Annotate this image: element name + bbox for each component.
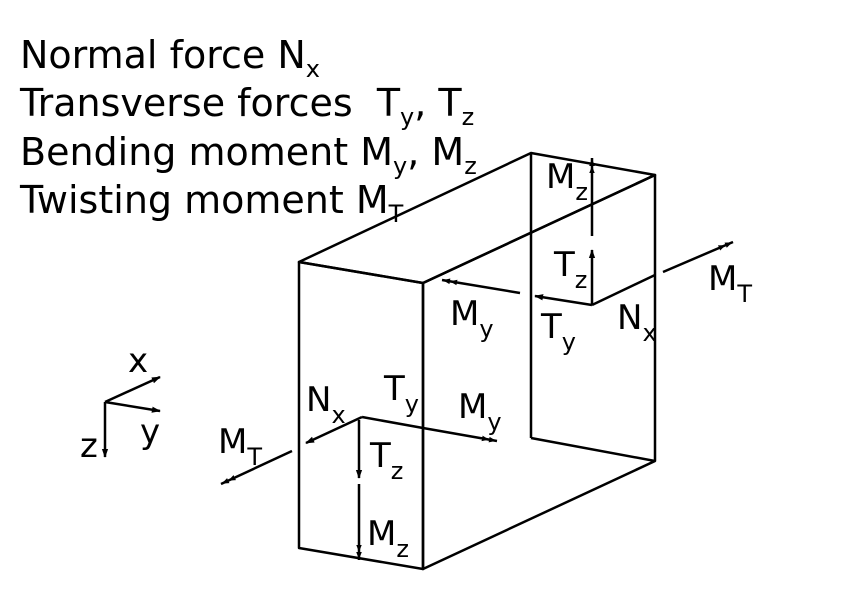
y-axis-arrow (104, 400, 161, 413)
x-axis-arrow (104, 375, 161, 404)
legend: Normal force Nx Transverse forces Ty, Tz… (19, 33, 477, 228)
back-mt-label: MT (708, 259, 752, 308)
front-my-arrow (422, 426, 498, 443)
back-bottom-edge (530, 436, 656, 463)
beam-segment-box (297, 151, 657, 571)
front-tz-label: Tz (369, 436, 403, 485)
back-my-arrow (441, 278, 521, 295)
back-ty-label: Ty (540, 307, 576, 356)
front-mt-arrow (220, 449, 293, 486)
axis-label-z: z (80, 426, 98, 466)
back-face-arrows (441, 158, 734, 307)
front-face-arrows (220, 415, 498, 560)
front-mz-label: Mz (367, 514, 409, 563)
front-nx-arrow (305, 415, 363, 445)
front-nx-label: Nx (306, 380, 346, 429)
axis-label-x: x (128, 341, 148, 381)
back-mt-arrow (662, 240, 734, 274)
back-tz-label: Tz (553, 245, 587, 294)
front-ty-label: Ty (383, 369, 419, 418)
back-mz-label: Mz (546, 157, 588, 206)
legend-twisting-moment: Twisting moment MT (19, 178, 404, 228)
back-my-label: My (450, 294, 494, 343)
back-ty-arrow (534, 294, 593, 307)
front-ty-arrow (361, 415, 424, 430)
legend-bending-moment: Bending moment My, Mz (20, 130, 477, 180)
front-my-label: My (458, 387, 502, 436)
legend-normal-force: Normal force Nx (20, 33, 320, 83)
back-nx-label: Nx (617, 298, 657, 347)
back-nx-line (591, 273, 656, 307)
axis-label-y: y (140, 412, 160, 452)
top-face (297, 151, 657, 285)
front-mt-label: MT (218, 422, 262, 471)
legend-transverse-forces: Transverse forces Ty, Tz (19, 81, 474, 131)
right-face (421, 173, 657, 571)
coordinate-axes (101, 375, 161, 458)
